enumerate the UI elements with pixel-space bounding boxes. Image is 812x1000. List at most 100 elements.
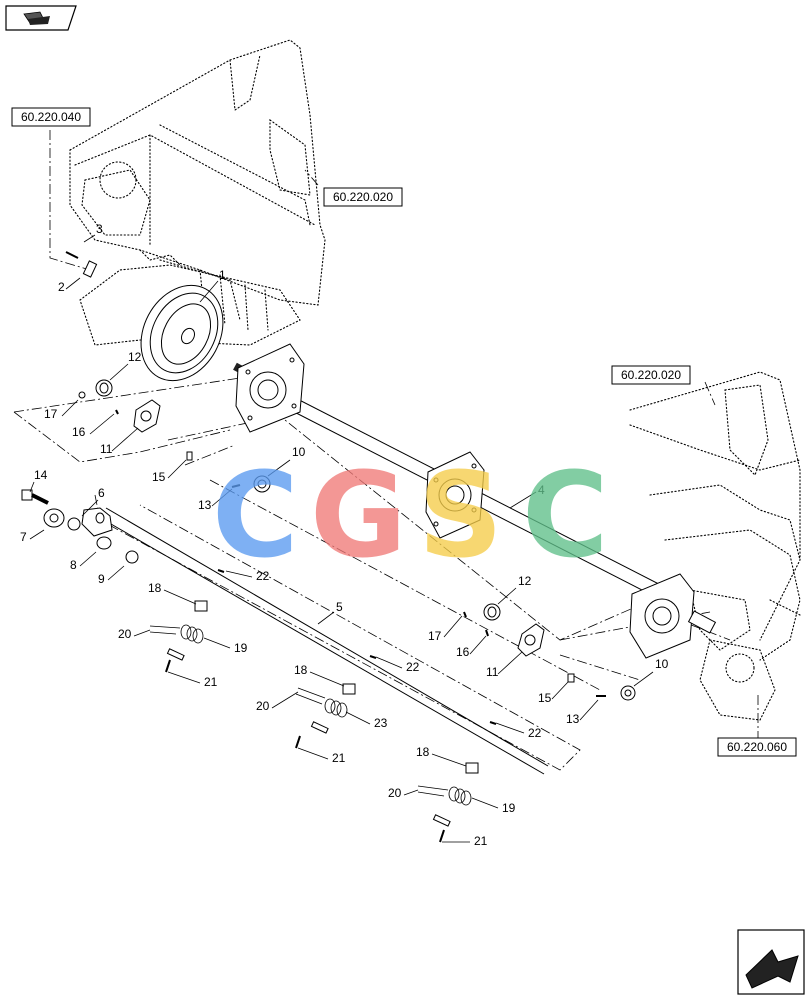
callout-20-b: 20 [256, 691, 299, 713]
reference-label: 60.220.020 [333, 190, 393, 204]
watermark-letter: G [310, 446, 407, 584]
callout-14: 14 [29, 468, 48, 493]
svg-text:20: 20 [256, 699, 270, 713]
svg-text:11: 11 [100, 442, 113, 456]
callout-15-right: 15 [538, 681, 569, 705]
svg-text:22: 22 [256, 569, 270, 583]
callout-21-c: 21 [442, 834, 488, 848]
svg-text:20: 20 [388, 786, 402, 800]
callout-10-right: 10 [633, 657, 669, 687]
svg-text:18: 18 [148, 581, 162, 595]
callouts: 1 2 3 4 5 6 7 8 9 10 10 11 11 12 12 13 1… [20, 222, 669, 848]
svg-text:17: 17 [428, 629, 442, 643]
callout-17-left: 17 [44, 399, 79, 421]
callout-22-c: 22 [495, 722, 542, 740]
callout-16-right: 16 [456, 635, 487, 659]
reference-box-60-220-020-upper[interactable]: 60.220.020 [323, 187, 403, 207]
callout-22-a: 22 [225, 569, 270, 583]
svg-text:14: 14 [34, 468, 48, 482]
reference-box-60-220-020-right[interactable]: 60.220.020 [611, 365, 691, 385]
svg-text:22: 22 [528, 726, 542, 740]
svg-text:11: 11 [486, 665, 499, 679]
callout-11-right: 11 [486, 651, 523, 679]
callout-20-a: 20 [118, 627, 151, 641]
reference-box-60-220-040[interactable]: 60.220.040 [11, 107, 91, 127]
svg-text:23: 23 [374, 716, 388, 730]
callout-10-left: 10 [267, 445, 306, 477]
svg-text:21: 21 [332, 751, 346, 765]
svg-text:17: 17 [44, 407, 58, 421]
svg-text:5: 5 [336, 600, 343, 614]
svg-text:13: 13 [198, 498, 212, 512]
callout-19-b: 19 [471, 797, 516, 815]
callout-15-left: 15 [152, 459, 187, 484]
svg-text:19: 19 [234, 641, 248, 655]
callout-18-c: 18 [416, 745, 467, 767]
watermark-letter: C [212, 446, 299, 584]
svg-text:7: 7 [20, 530, 27, 544]
svg-text:15: 15 [152, 470, 166, 484]
callout-7: 7 [20, 529, 45, 544]
svg-text:9: 9 [98, 572, 105, 586]
svg-text:13: 13 [566, 712, 580, 726]
callout-23: 23 [345, 711, 388, 730]
callout-5: 5 [317, 600, 343, 625]
callout-9: 9 [98, 565, 125, 586]
callout-21-b: 21 [297, 747, 346, 765]
open-book-icon[interactable] [5, 5, 77, 31]
svg-text:3: 3 [96, 222, 103, 236]
callout-21-a: 21 [167, 671, 218, 689]
callout-18-b: 18 [294, 663, 345, 687]
header-frame-upper-left [69, 39, 326, 346]
reference-label: 60.220.020 [621, 368, 681, 382]
watermark-letter: S [418, 446, 503, 584]
callout-3: 3 [83, 222, 103, 243]
svg-text:15: 15 [538, 691, 552, 705]
svg-text:21: 21 [474, 834, 488, 848]
callout-22-b: 22 [375, 656, 420, 674]
callout-19-a: 19 [203, 637, 248, 655]
watermark: C G S C [212, 446, 609, 584]
reference-label: 60.220.060 [727, 740, 787, 754]
reference-box-60-220-060[interactable]: 60.220.060 [717, 737, 797, 757]
callout-11-left: 11 [100, 427, 139, 456]
svg-text:21: 21 [204, 675, 218, 689]
hardware-parts [21, 251, 636, 843]
svg-text:2: 2 [58, 280, 65, 294]
svg-text:18: 18 [294, 663, 308, 677]
svg-text:8: 8 [70, 558, 77, 572]
callout-6: 6 [81, 486, 105, 517]
svg-text:19: 19 [502, 801, 516, 815]
callout-1: 1 [199, 268, 226, 303]
callout-2: 2 [58, 277, 81, 294]
reference-label: 60.220.040 [21, 110, 81, 124]
svg-text:1: 1 [219, 268, 226, 282]
callout-18-a: 18 [148, 581, 197, 605]
watermark-letter: C [522, 446, 609, 584]
callout-12-left: 12 [109, 350, 142, 381]
svg-text:20: 20 [118, 627, 132, 641]
svg-text:16: 16 [72, 425, 86, 439]
svg-text:16: 16 [456, 645, 470, 659]
callout-13-right: 13 [566, 699, 599, 726]
lower-rod [81, 507, 549, 775]
callout-12-right: 12 [497, 574, 532, 605]
svg-text:4: 4 [538, 483, 545, 497]
svg-text:18: 18 [416, 745, 430, 759]
next-page-arrow-icon[interactable] [737, 929, 805, 995]
svg-text:22: 22 [406, 660, 420, 674]
main-shaft [233, 343, 717, 659]
callout-13-left: 13 [198, 488, 233, 512]
callout-4: 4 [509, 483, 545, 509]
header-frame-right [629, 371, 801, 721]
svg-text:10: 10 [292, 445, 306, 459]
svg-text:12: 12 [518, 574, 532, 588]
svg-text:12: 12 [128, 350, 142, 364]
callout-8: 8 [70, 551, 97, 572]
callout-17-right: 17 [428, 615, 463, 643]
svg-text:6: 6 [98, 486, 105, 500]
callout-16-left: 16 [72, 413, 115, 439]
svg-text:10: 10 [655, 657, 669, 671]
callout-20-c: 20 [388, 786, 419, 800]
